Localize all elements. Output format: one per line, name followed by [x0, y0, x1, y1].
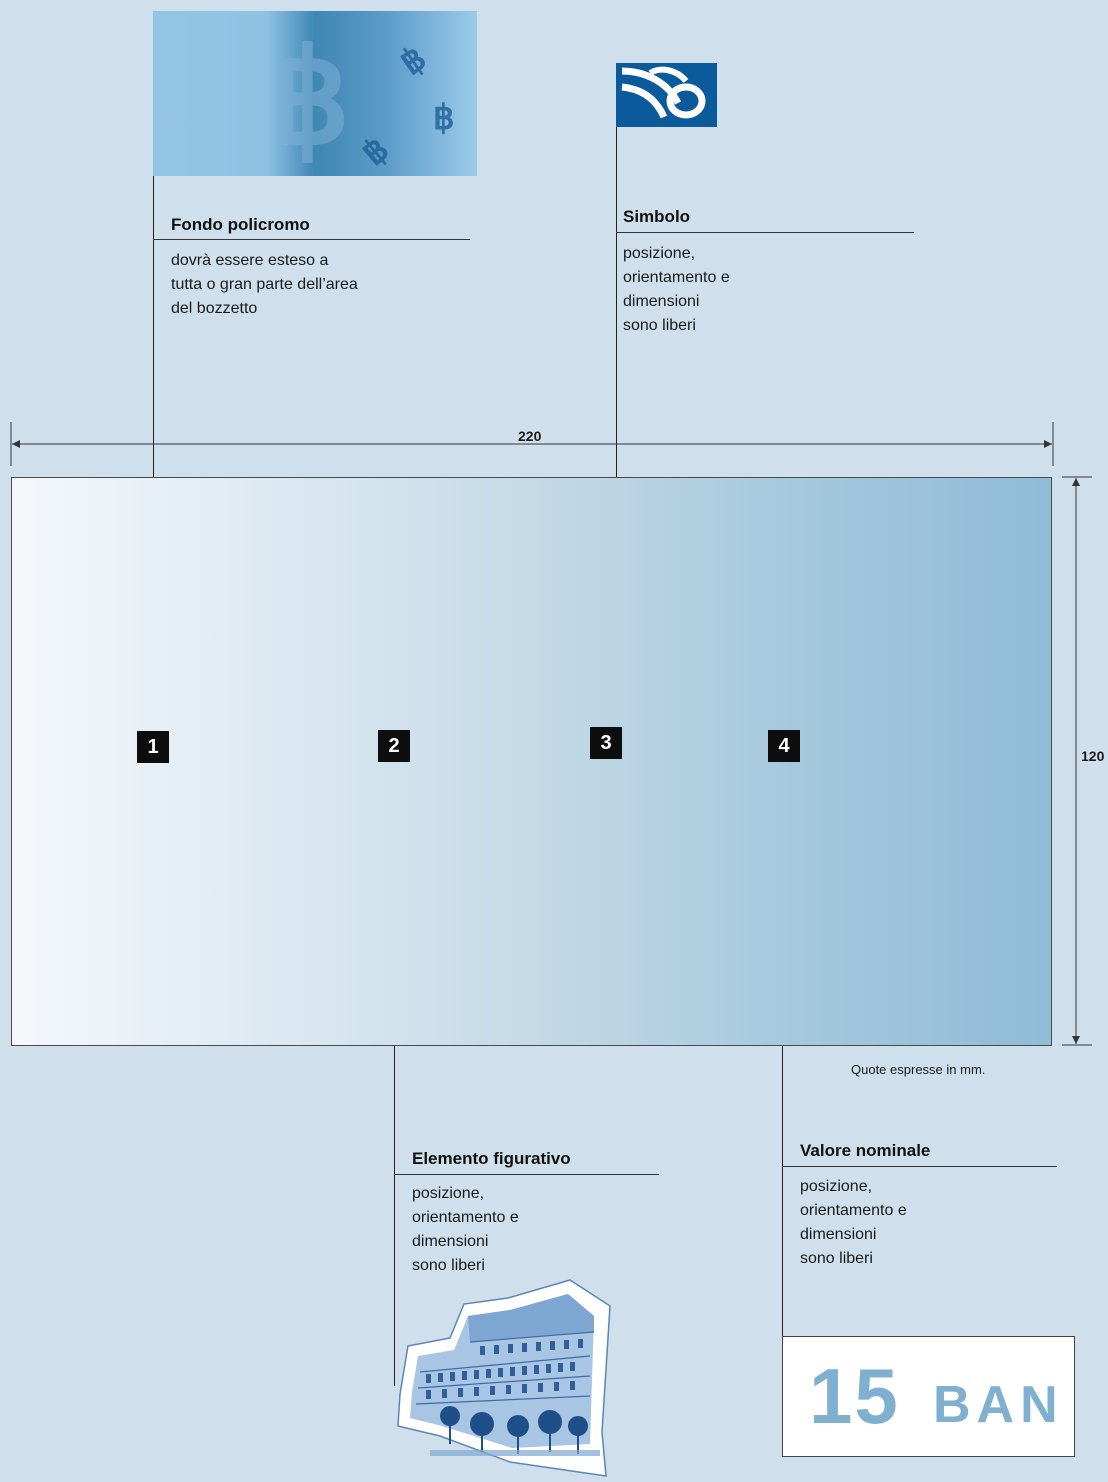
leader-line-elemento: [394, 762, 395, 1386]
width-dimension-arrow: [10, 422, 1054, 466]
simbolo-underline: [616, 232, 914, 233]
valore-underline: [782, 1166, 1057, 1167]
fondo-description: dovrà essere esteso a tutta o gran parte…: [171, 252, 358, 317]
marker-3: 3: [590, 727, 622, 759]
nominal-value-sample: 15 BAN: [782, 1336, 1075, 1457]
elemento-underline: [394, 1174, 659, 1175]
fondo-heading: Fondo policromo: [171, 215, 310, 234]
fondo-underline: [153, 239, 470, 240]
symbol-logo: [616, 63, 717, 127]
marker-1: 1: [137, 731, 169, 763]
building-illustration: [397, 1279, 611, 1477]
watermark-b-small-3: ฿: [356, 131, 396, 173]
dimensions-note: Quote espresse in mm.: [851, 1062, 986, 1077]
marker-2: 2: [378, 730, 410, 762]
elemento-heading: Elemento figurativo: [412, 1149, 571, 1168]
nominal-value-number: 15: [809, 1352, 900, 1440]
height-dimension-arrow: [1062, 476, 1092, 1046]
width-dimension-label: 220: [518, 428, 542, 444]
height-dimension-label: 120: [1081, 748, 1105, 764]
valore-heading: Valore nominale: [800, 1141, 931, 1160]
simbolo-description: posizione, orientamento e dimensioni son…: [623, 245, 730, 334]
nominal-value-unit: BAN: [933, 1376, 1064, 1434]
watermark-b-large: ฿: [268, 28, 351, 172]
watermark-b-small-1: ฿: [394, 40, 433, 83]
marker-4: 4: [768, 730, 800, 762]
elemento-description: posizione, orientamento e dimensioni son…: [412, 1185, 519, 1274]
banknote-area: [11, 477, 1052, 1046]
watermark-b-small-2: ฿: [433, 100, 455, 137]
leader-line-simbolo: [616, 127, 617, 727]
leader-line-fondo: [153, 176, 154, 733]
valore-description: posizione, orientamento e dimensioni son…: [800, 1178, 907, 1267]
polychrome-background-sample: ฿ ฿ ฿ ฿: [153, 11, 477, 176]
simbolo-heading: Simbolo: [623, 207, 691, 226]
leader-line-valore: [782, 762, 783, 1336]
